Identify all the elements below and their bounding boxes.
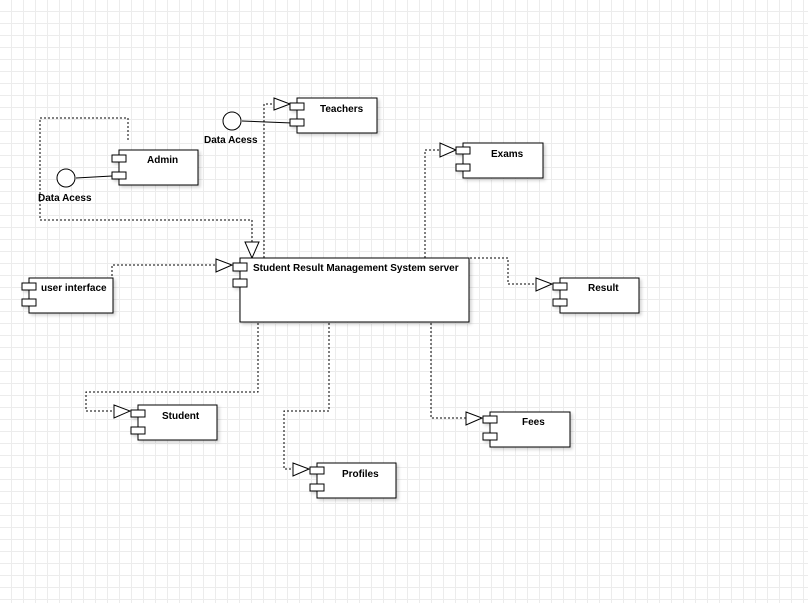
component-server[interactable] xyxy=(232,257,470,323)
lollipop-icon xyxy=(56,168,76,188)
connector-server-student[interactable] xyxy=(85,323,259,412)
server-label: Student Result Management System server xyxy=(253,263,459,274)
arrowhead-server-top xyxy=(244,241,260,260)
component-exams[interactable] xyxy=(455,142,544,179)
component-label: Exams xyxy=(491,149,524,160)
component-label: Profiles xyxy=(342,469,379,480)
arrowhead-server-left xyxy=(215,258,234,273)
component-student[interactable] xyxy=(130,404,218,441)
connector-server-profiles[interactable] xyxy=(283,323,330,470)
connector-server-result[interactable] xyxy=(470,257,536,285)
component-label: Admin xyxy=(147,155,178,166)
connector-ui-server[interactable] xyxy=(111,264,216,288)
component-result[interactable] xyxy=(552,277,640,314)
interface-label: Data Acess xyxy=(38,193,92,204)
component-label: Student xyxy=(162,411,200,422)
arrowhead-result xyxy=(535,277,554,292)
interface-teachers-data-access[interactable]: Data Acess xyxy=(204,111,293,146)
component-label: Result xyxy=(588,283,619,294)
arrowhead-student xyxy=(113,404,132,419)
component-user-interface[interactable] xyxy=(21,277,114,314)
component-teachers[interactable] xyxy=(289,97,378,134)
component-profiles[interactable] xyxy=(309,462,397,499)
arrowheads xyxy=(113,97,554,477)
component-label: Fees xyxy=(522,417,545,428)
component-admin[interactable] xyxy=(111,149,199,186)
arrowhead-profiles xyxy=(292,462,311,477)
arrowhead-exams xyxy=(439,142,458,158)
interface-admin-data-access[interactable]: Data Acess xyxy=(38,168,113,204)
connectors xyxy=(39,103,536,470)
lollipop-icon xyxy=(222,111,242,131)
arrowhead-fees xyxy=(465,411,484,426)
connector-server-teachers[interactable] xyxy=(263,103,274,258)
connector-server-fees[interactable] xyxy=(430,323,466,419)
interface-label: Data Acess xyxy=(204,135,258,146)
component-label: user interface xyxy=(41,283,107,294)
component-label: Teachers xyxy=(320,104,364,115)
component-fees[interactable] xyxy=(482,411,571,448)
connector-server-exams[interactable] xyxy=(424,149,440,258)
connector-admin-server[interactable] xyxy=(39,117,253,242)
arrowhead-teachers xyxy=(273,97,292,111)
